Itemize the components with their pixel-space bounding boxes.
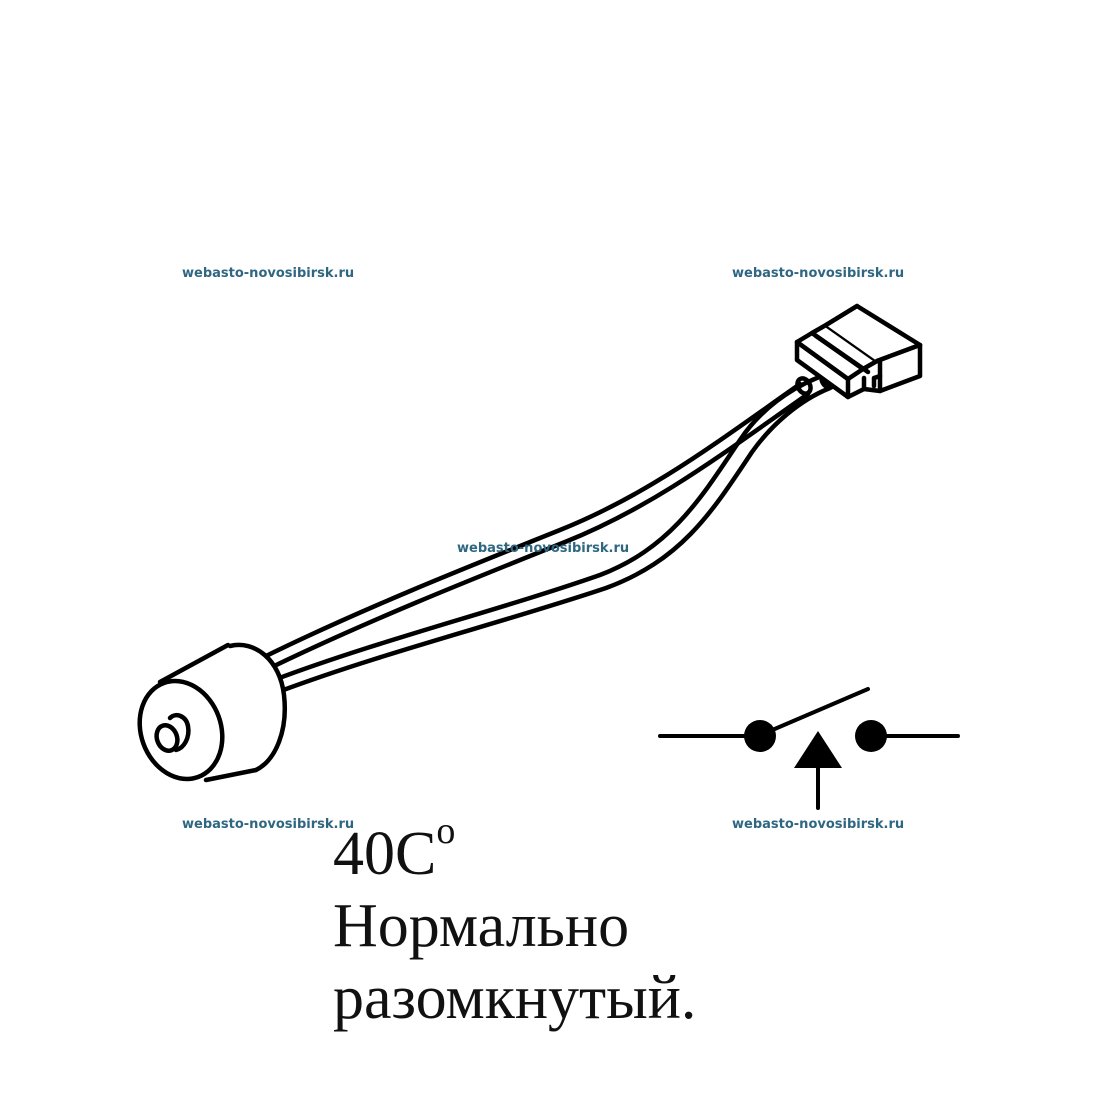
degree-mark: o xyxy=(436,810,456,852)
watermark-top-left: webasto-novosibirsk.ru xyxy=(182,266,355,281)
caption-temperature: 40C xyxy=(333,820,437,888)
switch-open-symbol xyxy=(658,687,960,810)
watermark-center: webasto-novosibirsk.ru xyxy=(457,541,630,556)
caption-temperature-line: 40Co xyxy=(333,812,696,890)
caption: 40Co Нормально разомкнутый. xyxy=(333,812,697,1034)
caption-line-normally: Нормально xyxy=(333,892,630,960)
wire-upper xyxy=(263,381,811,671)
watermark-bottom-left: webasto-novosibirsk.ru xyxy=(182,817,355,832)
wire-end-1 xyxy=(795,376,813,396)
sensor-body xyxy=(137,642,287,783)
connector-housing xyxy=(794,303,923,400)
wire-lower xyxy=(271,373,833,695)
caption-line-open: разомкнутый. xyxy=(333,964,697,1032)
watermark-top-right: webasto-novosibirsk.ru xyxy=(732,266,905,281)
watermark-bottom-right: webasto-novosibirsk.ru xyxy=(732,817,905,832)
